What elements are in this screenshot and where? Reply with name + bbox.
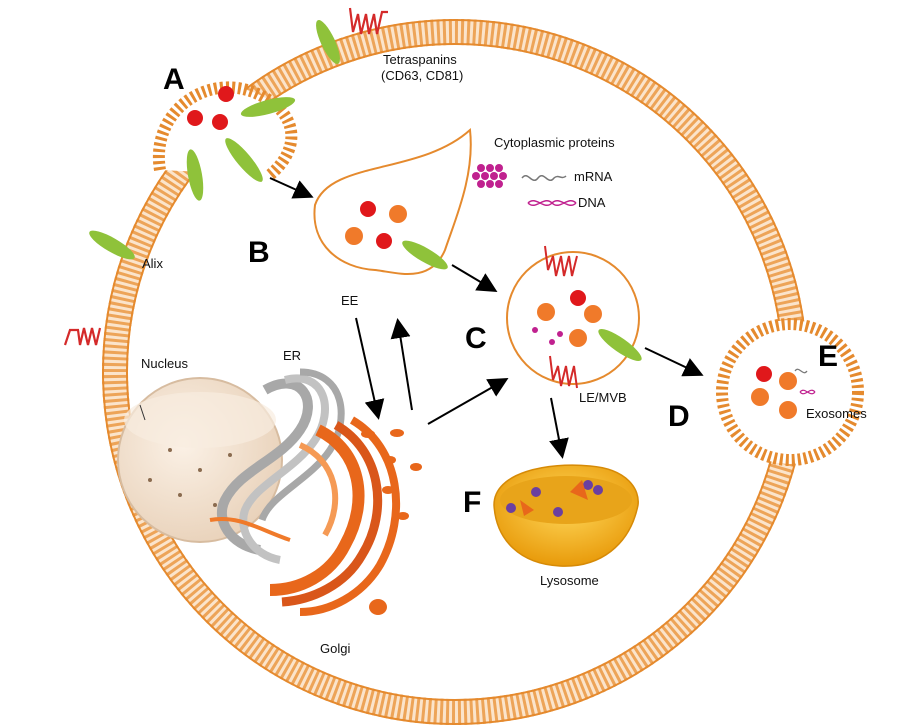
- protein-dot: [532, 327, 538, 333]
- cargo-orange-vesicle: [779, 401, 797, 419]
- vesicle: [382, 486, 394, 494]
- alix-protein: [89, 230, 135, 260]
- arrow-c-to-d: [644, 347, 704, 377]
- multivesicular-body: [506, 245, 642, 389]
- mrna-icon: [521, 175, 567, 181]
- alix-protein: [598, 329, 642, 361]
- er-label: ER: [283, 348, 301, 363]
- cargo-orange-vesicle: [569, 329, 587, 347]
- ee-label: EE: [341, 293, 359, 308]
- lysosome: [493, 464, 639, 567]
- protein-dot: [549, 339, 555, 345]
- lysosome-vesicle: [553, 507, 563, 517]
- endoplasmic-reticulum: [209, 368, 345, 564]
- golgi-vesicles: [361, 429, 422, 615]
- label-c: C: [465, 322, 487, 355]
- arrow-golgi-to-mvb: [427, 378, 509, 425]
- nucleus-pointer: [139, 404, 146, 421]
- protein-cluster-icon: [472, 164, 507, 188]
- dna-label: DNA: [578, 195, 606, 210]
- cargo-orange-vesicle: [779, 372, 797, 390]
- cargo-orange-vesicle: [537, 303, 555, 321]
- label-a: A: [163, 63, 185, 96]
- label-e: E: [818, 340, 838, 373]
- cargo-red-dot: [212, 114, 228, 130]
- nucleus: [117, 377, 283, 543]
- tetraspanin-icon: [549, 355, 578, 389]
- nuclear-pore: [178, 493, 182, 497]
- cargo-orange-vesicle: [345, 227, 363, 245]
- protein-dot: [557, 331, 563, 337]
- cargo-red-dot: [187, 110, 203, 126]
- arrow-golgi-to-ee: [390, 318, 413, 411]
- tetraspanins-label-line1: Tetraspanins: [383, 52, 457, 67]
- arrow-a-to-b: [269, 177, 314, 199]
- cargo-orange-vesicle: [751, 388, 769, 406]
- dna-icon: [799, 389, 816, 395]
- lysosome-label: Lysosome: [540, 573, 599, 588]
- nuclear-pore: [228, 453, 232, 457]
- alix-protein: [240, 97, 296, 117]
- cargo-red-dot: [218, 86, 234, 102]
- nuclear-pore: [168, 448, 172, 452]
- dna-icon: [527, 200, 577, 206]
- released-exosomes: [751, 366, 816, 419]
- nuclear-pore: [198, 468, 202, 472]
- early-endosome: [313, 127, 472, 275]
- le-mvb-label: LE/MVB: [579, 390, 627, 405]
- alix-label: Alix: [142, 256, 163, 271]
- mrna-label: mRNA: [574, 169, 613, 184]
- vesicle: [361, 430, 375, 438]
- cargo-orange-vesicle: [584, 305, 602, 323]
- label-f: F: [463, 486, 481, 519]
- alix-protein: [186, 149, 204, 201]
- golgi-label: Golgi: [320, 641, 350, 656]
- lysosome-vesicle: [583, 480, 593, 490]
- tetraspanin-icon: [544, 245, 578, 277]
- cargo-orange-vesicle: [389, 205, 407, 223]
- cargo-red-dot: [360, 201, 376, 217]
- nuclear-pore: [213, 503, 217, 507]
- alix-protein: [225, 138, 263, 182]
- label-b: B: [248, 236, 270, 269]
- arrow-c-to-f: [549, 397, 569, 459]
- vesicle: [369, 599, 387, 615]
- lysosome-fragment: [520, 500, 534, 516]
- arrow-ee-to-golgi: [355, 317, 385, 420]
- tetraspanins-label-line2: (CD63, CD81): [381, 68, 463, 83]
- lysosome-vesicle: [593, 485, 603, 495]
- vesicle: [410, 463, 422, 471]
- vesicle: [384, 456, 396, 464]
- exosome-release-pocket: [716, 318, 864, 466]
- alix-protein: [402, 240, 448, 270]
- label-d: D: [668, 400, 690, 433]
- exosomes-label: Exosomes: [806, 406, 867, 421]
- lysosome-vesicle: [531, 487, 541, 497]
- golgi-apparatus: [269, 416, 401, 616]
- vesicle: [397, 512, 409, 520]
- alix-protein: [316, 20, 340, 64]
- nucleus-label: Nucleus: [141, 356, 188, 371]
- arrow-b-to-c: [451, 264, 498, 293]
- cargo-red-dot: [756, 366, 772, 382]
- lysosome-vesicle: [506, 503, 516, 513]
- cargo-red-dot: [570, 290, 586, 306]
- vesicle: [390, 429, 404, 437]
- lysosome-fragment: [570, 480, 588, 500]
- tetraspanin-icon: [63, 327, 102, 346]
- cargo-red-dot: [376, 233, 392, 249]
- cytoplasmic-proteins-label: Cytoplasmic proteins: [494, 135, 615, 150]
- endocytosis-pocket: [152, 20, 340, 201]
- tetraspanin-icon: [348, 7, 388, 35]
- nuclear-pore: [148, 478, 152, 482]
- mrna-icon: [794, 368, 808, 374]
